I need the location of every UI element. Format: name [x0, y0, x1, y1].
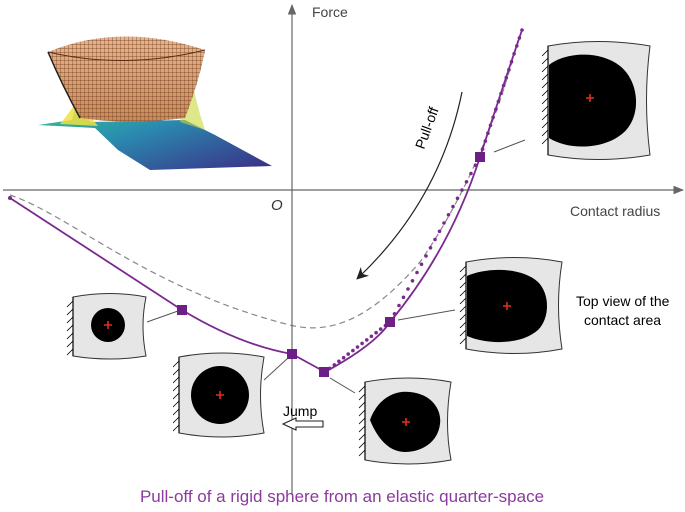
- curve-dot: [442, 221, 446, 225]
- curve-dot: [483, 139, 488, 143]
- curve-dot: [520, 28, 524, 32]
- contact-panel-1: [66, 293, 147, 360]
- curve-dot: [360, 341, 364, 346]
- force-curve: [8, 28, 524, 374]
- curve-dot: [365, 338, 369, 342]
- top-view-label-line2: contact area: [584, 312, 661, 328]
- x-axis-label: Contact radius: [570, 203, 660, 219]
- contact-panel-4: [459, 257, 563, 354]
- curve-dot: [488, 123, 493, 128]
- curve-dot: [501, 83, 506, 88]
- contact-panel-2: [172, 352, 265, 438]
- figure-caption: Pull-off of a rigid sphere from an elast…: [140, 487, 544, 506]
- curve-dot: [406, 287, 410, 291]
- curve-dot: [424, 254, 428, 258]
- curve-dot: [341, 355, 346, 360]
- curve-dot: [437, 229, 442, 234]
- curve-dot: [515, 44, 519, 48]
- marker-2: [287, 349, 297, 359]
- curve-dot: [455, 196, 460, 201]
- pull-off-arrow: [356, 91, 463, 280]
- marker-5: [475, 152, 485, 162]
- curve-dot: [512, 52, 516, 56]
- curve-dot: [433, 237, 437, 242]
- curve-dot: [378, 327, 383, 331]
- curve-dot: [392, 312, 397, 316]
- curve-dot: [410, 279, 415, 283]
- curve-dot: [374, 330, 378, 335]
- curve-dot: [332, 363, 337, 367]
- marker-4: [385, 317, 395, 327]
- contact-panel-3: [358, 377, 452, 465]
- jump-arrow-icon: [281, 417, 324, 431]
- curve-dot: [491, 115, 495, 120]
- curve-dot: [401, 295, 406, 300]
- curve-dot: [509, 60, 514, 64]
- curve-dot: [419, 262, 424, 267]
- curve-markers: [177, 152, 485, 377]
- curve-dot: [473, 163, 478, 168]
- curve-dot: [337, 359, 341, 364]
- curve-dot: [451, 204, 455, 209]
- curve-dot: [428, 246, 433, 250]
- curve-dot: [346, 352, 351, 356]
- surface-plot-illustration: [38, 36, 272, 170]
- top-view-label-line1: Top view of the: [576, 293, 670, 309]
- curve-dot: [496, 99, 501, 104]
- curve-dot: [351, 348, 355, 353]
- marker-1: [177, 305, 187, 315]
- curve-dot: [355, 345, 360, 349]
- curve-dot: [480, 147, 485, 151]
- curve-dot: [517, 36, 522, 40]
- curve-start-dot: [8, 196, 12, 200]
- curve-dot: [397, 303, 401, 308]
- curve-dot: [494, 107, 498, 112]
- curve-dot: [369, 334, 374, 339]
- curve-dot: [464, 180, 469, 184]
- curve-dot: [415, 270, 419, 275]
- curve-dot: [499, 91, 503, 96]
- curve-dot: [446, 213, 451, 217]
- marker-3: [319, 367, 329, 377]
- origin-label: O: [271, 197, 283, 214]
- curve-dot: [504, 75, 509, 80]
- curve-dot: [460, 188, 464, 192]
- curve-dot: [507, 67, 511, 72]
- pull-off-label: Pull-off: [412, 105, 442, 151]
- jump-label: Jump: [283, 403, 317, 419]
- connector-lines: [146, 139, 526, 394]
- curve-dot: [486, 131, 490, 135]
- contact-panel-5: [541, 41, 651, 160]
- curve-dot: [469, 171, 473, 176]
- y-axis-label: Force: [312, 4, 348, 20]
